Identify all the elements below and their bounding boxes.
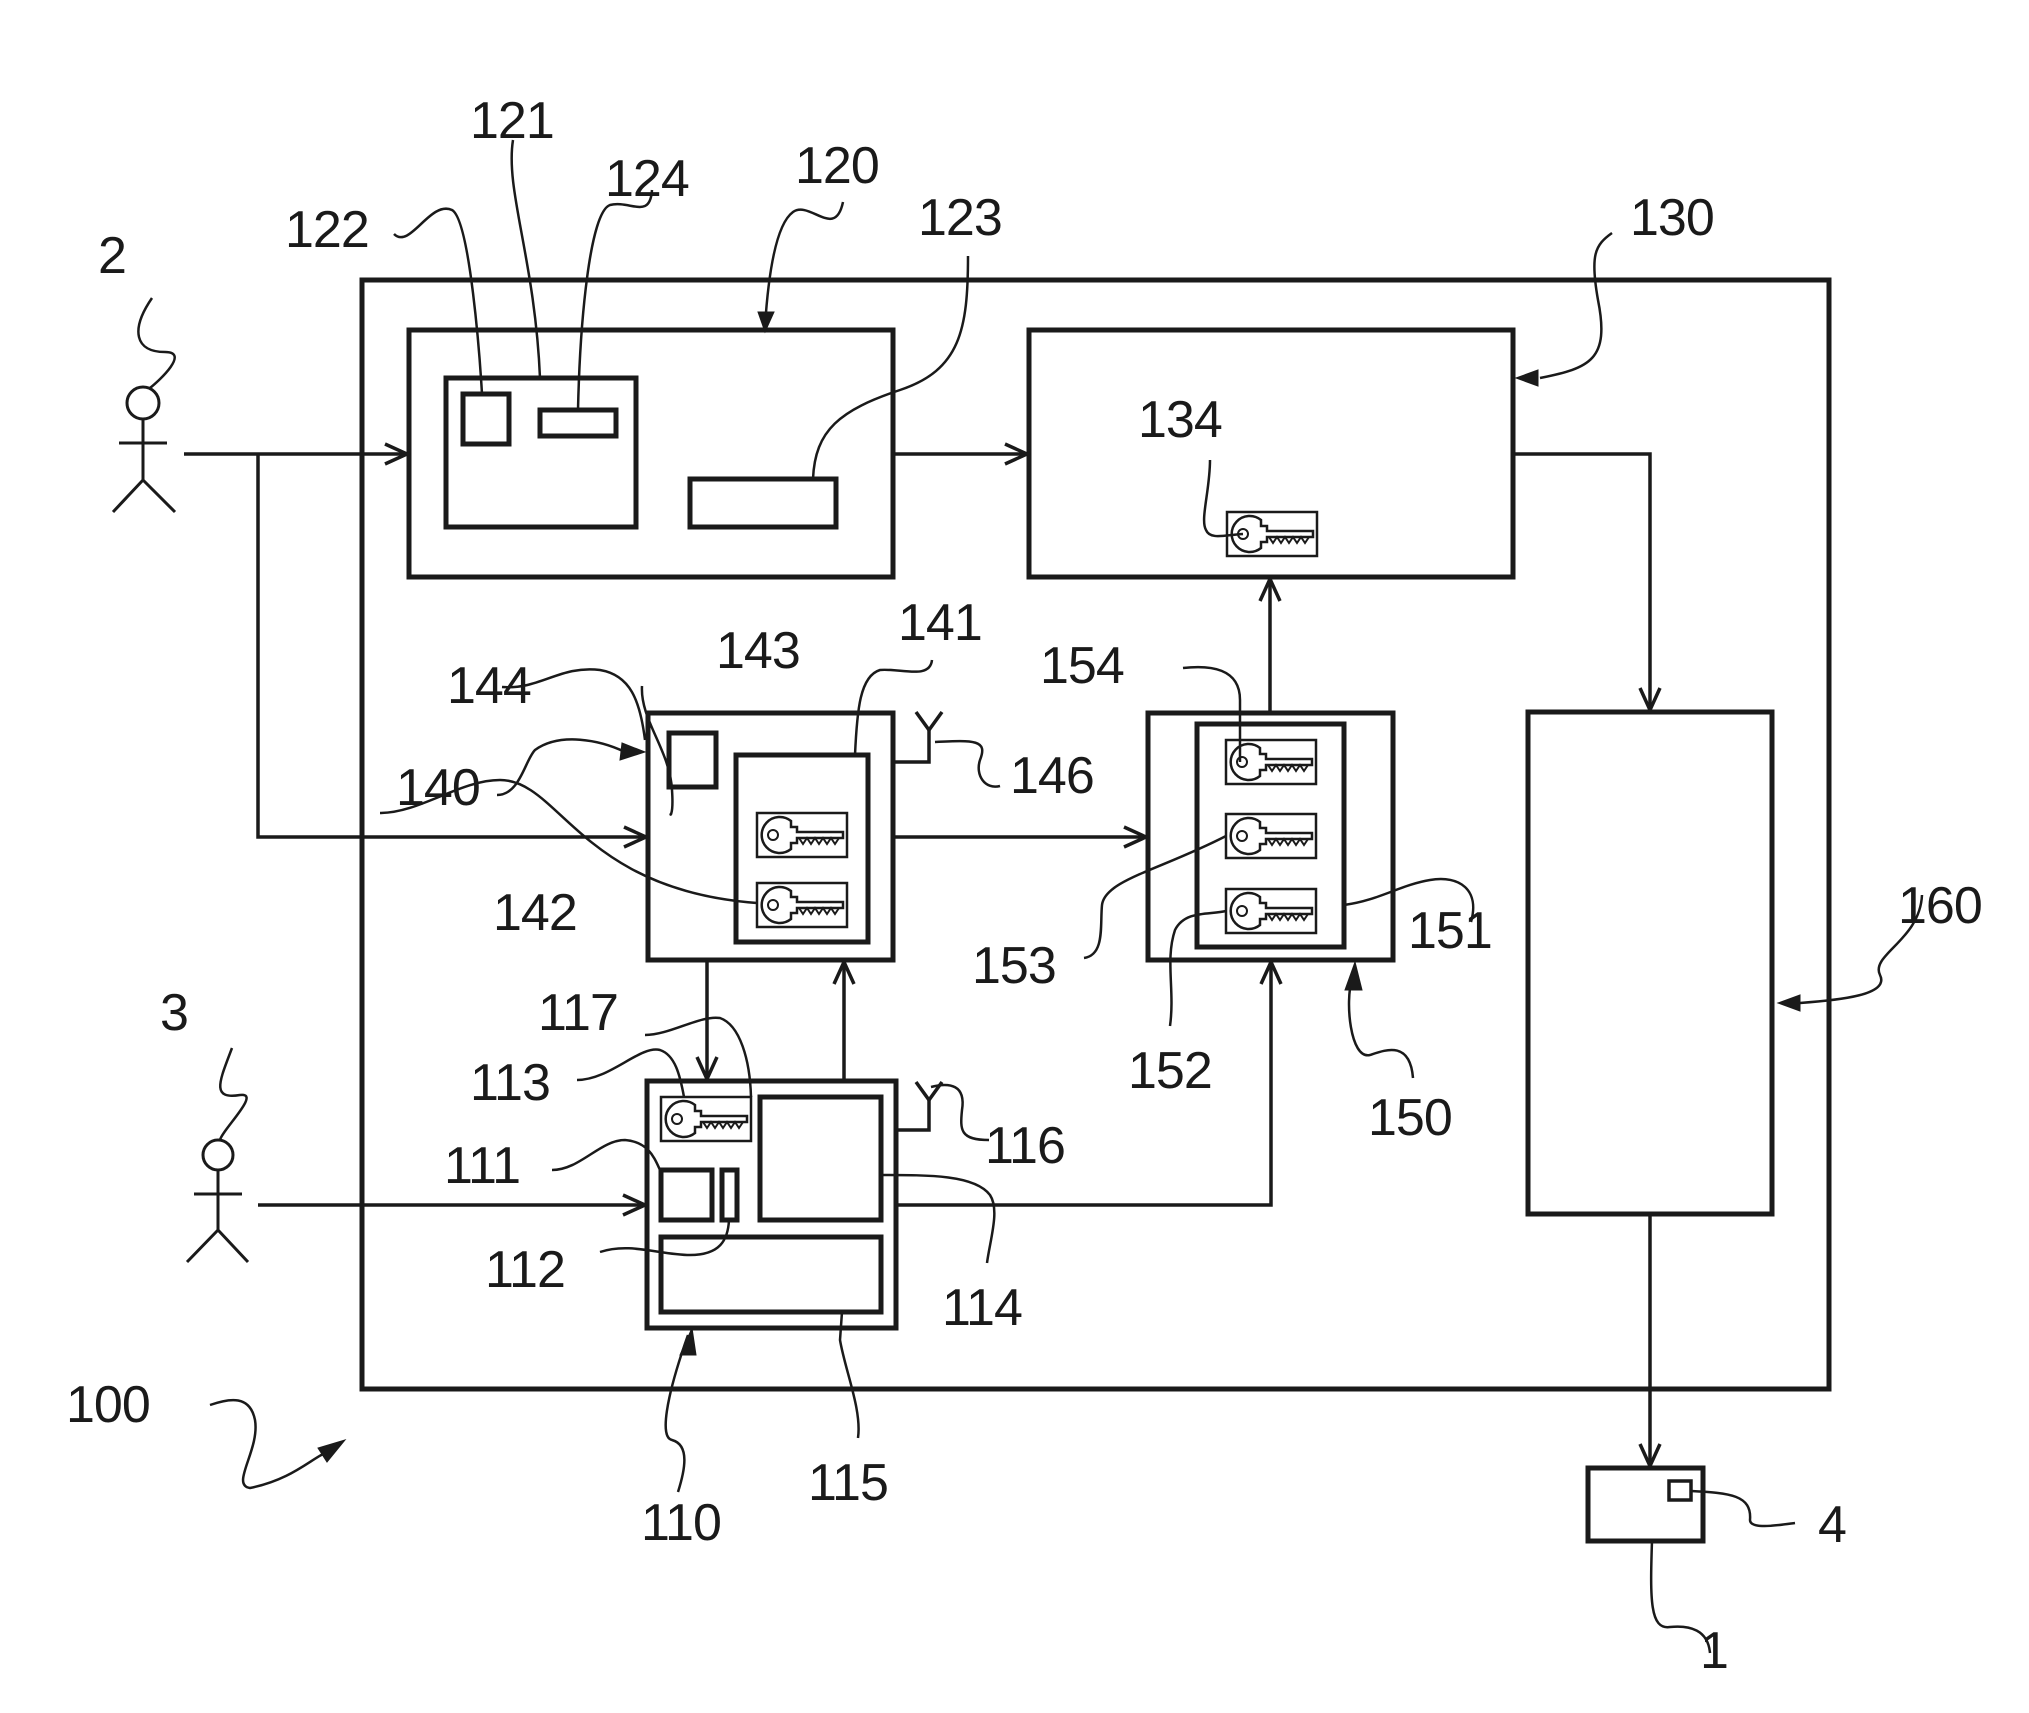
label-actor-3: 3 bbox=[160, 984, 188, 1042]
unit-121-box bbox=[443, 375, 639, 530]
label-unit-150: 150 bbox=[1368, 1089, 1452, 1147]
connections bbox=[184, 442, 1662, 1471]
reference-labels: 2 3 100 122 121 124 120 123 130 134 144 … bbox=[66, 92, 1983, 1680]
label-unit-140: 140 bbox=[396, 759, 480, 817]
arrow-110-to-150 bbox=[896, 957, 1283, 1207]
key-icon bbox=[755, 881, 849, 929]
unit-144-box bbox=[666, 730, 719, 790]
key-icon bbox=[1224, 887, 1318, 935]
label-unit-121: 121 bbox=[470, 92, 554, 150]
antenna-icon bbox=[893, 710, 944, 764]
person-icon-actor-2 bbox=[111, 385, 177, 514]
label-unit-143: 143 bbox=[716, 622, 800, 680]
unit-112-box bbox=[719, 1167, 740, 1223]
unit-111-box bbox=[658, 1167, 715, 1223]
unit-115-box bbox=[658, 1234, 884, 1315]
unit-130 bbox=[1026, 327, 1516, 580]
label-unit-113: 113 bbox=[470, 1054, 550, 1112]
unit-123-box bbox=[687, 476, 839, 530]
unit-110-box bbox=[644, 1078, 899, 1331]
label-unit-112: 112 bbox=[485, 1241, 565, 1299]
label-unit-110: 110 bbox=[641, 1494, 721, 1552]
label-unit-122: 122 bbox=[285, 201, 369, 259]
unit-151-box bbox=[1194, 721, 1347, 950]
unit-120 bbox=[406, 327, 896, 580]
key-icon bbox=[755, 811, 849, 859]
element-4-box bbox=[1667, 1479, 1693, 1502]
label-unit-123: 123 bbox=[918, 189, 1002, 247]
label-unit-111: 111 bbox=[444, 1137, 520, 1195]
device-1 bbox=[1585, 1465, 1706, 1544]
label-unit-153: 153 bbox=[972, 937, 1056, 995]
unit-160-box bbox=[1525, 709, 1775, 1217]
label-actor-2: 2 bbox=[98, 227, 126, 285]
unit-122-box bbox=[460, 391, 512, 447]
device-1-box bbox=[1585, 1465, 1706, 1544]
label-system-100: 100 bbox=[66, 1376, 150, 1434]
unit-141-box bbox=[733, 752, 871, 945]
label-unit-154: 154 bbox=[1040, 637, 1124, 695]
arrow-actor2-to-140 bbox=[256, 454, 651, 849]
system-frame-100 bbox=[359, 277, 1832, 1392]
label-unit-146: 146 bbox=[1010, 747, 1094, 805]
unit-150 bbox=[1145, 710, 1396, 963]
unit-114-box bbox=[757, 1094, 884, 1223]
label-unit-151: 151 bbox=[1408, 902, 1492, 960]
label-unit-124: 124 bbox=[605, 150, 689, 208]
label-unit-144: 144 bbox=[447, 657, 531, 715]
leader-lines bbox=[137, 139, 1924, 1654]
label-unit-142: 142 bbox=[493, 884, 577, 942]
label-unit-141: 141 bbox=[898, 594, 982, 652]
label-unit-117: 117 bbox=[538, 984, 618, 1042]
label-unit-130: 130 bbox=[1630, 189, 1714, 247]
unit-120-box bbox=[406, 327, 896, 580]
unit-124-box bbox=[537, 407, 619, 439]
person-icon-actor-3 bbox=[185, 1138, 250, 1264]
antenna-icon bbox=[896, 1080, 944, 1132]
key-icon bbox=[1224, 812, 1318, 860]
label-unit-114: 114 bbox=[942, 1279, 1022, 1337]
label-unit-160: 160 bbox=[1898, 877, 1982, 935]
arrow-130-to-160 bbox=[1513, 452, 1662, 715]
label-unit-152: 152 bbox=[1128, 1042, 1212, 1100]
label-unit-134: 134 bbox=[1138, 391, 1222, 449]
label-unit-115: 115 bbox=[808, 1454, 888, 1512]
key-icon bbox=[659, 1095, 753, 1143]
unit-150-box bbox=[1145, 710, 1396, 963]
label-unit-116: 116 bbox=[985, 1117, 1065, 1175]
label-element-4: 4 bbox=[1818, 1496, 1846, 1554]
label-device-1: 1 bbox=[1700, 1622, 1728, 1680]
label-unit-120: 120 bbox=[795, 137, 879, 195]
